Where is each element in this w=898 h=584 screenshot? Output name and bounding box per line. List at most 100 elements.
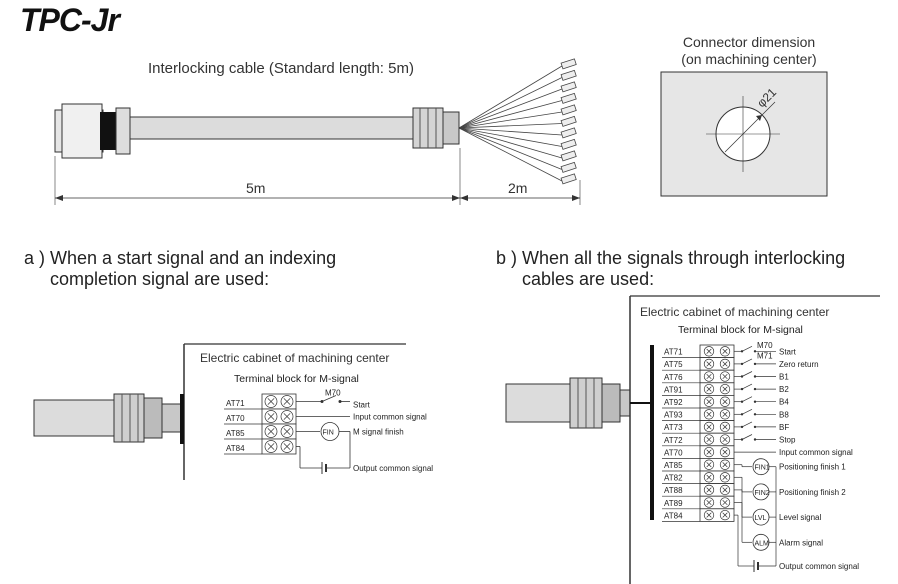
wire-terminal-lug	[560, 161, 577, 173]
signal-label: Output common signal	[779, 562, 859, 571]
screw-cross	[722, 411, 728, 417]
screw-cross	[706, 373, 712, 380]
screw-cross	[267, 413, 275, 420]
section-b-line2: cables are used:	[522, 269, 655, 289]
lamp-label: LVL	[755, 515, 767, 522]
screw-cross	[722, 386, 728, 392]
signal-label: Start	[353, 401, 371, 410]
signal-label: B1	[779, 373, 789, 382]
wire-terminal-lug	[560, 150, 577, 162]
screw-cross	[722, 462, 728, 468]
wire-terminal-lug	[560, 81, 577, 93]
section-a-block-title: Terminal block for M-signal	[234, 373, 359, 385]
fan-wire	[458, 127, 563, 159]
section-a-heading: a ) When a start signal and an indexing …	[24, 248, 336, 290]
signal-label: Output common signal	[353, 464, 433, 473]
wire-terminal-lug	[560, 58, 577, 70]
terminal-label: AT75	[664, 360, 683, 369]
fan-wire	[458, 100, 563, 129]
fan-wire	[458, 127, 563, 147]
screw-cross	[706, 449, 712, 455]
dsub-connector-body	[61, 103, 103, 159]
screw-cross	[283, 413, 291, 420]
lamp-label: FIN1	[755, 465, 770, 472]
screw-cross	[722, 361, 728, 367]
signal-label: BF	[779, 423, 789, 432]
screw-cross	[706, 361, 712, 367]
screw-cross	[283, 443, 291, 450]
connector-dimension-title: Connector dimension (on machining center…	[640, 34, 858, 68]
fan-wire	[458, 127, 563, 170]
switch-label: M71	[757, 352, 773, 361]
length-tail-label: 2m	[508, 180, 527, 196]
switch-blade	[741, 396, 753, 403]
screw-cross	[267, 428, 275, 435]
screw-cross	[722, 348, 728, 354]
section-a-line1: a ) When a start signal and an indexing	[24, 248, 337, 268]
screw-cross	[706, 512, 712, 518]
section-b-cable	[505, 383, 571, 423]
terminal-label: AT89	[664, 499, 683, 508]
wire-terminal-lug	[560, 115, 577, 127]
switch-label: M70	[757, 341, 773, 350]
terminal-label: AT73	[664, 423, 683, 432]
screw-cross	[722, 512, 728, 518]
signal-label: B8	[779, 410, 789, 419]
signal-label: Start	[779, 347, 797, 356]
section-b-heading: b ) When all the signals through interlo…	[496, 248, 845, 290]
brand-title: TPC-Jr	[20, 2, 120, 38]
fan-wire	[458, 77, 563, 129]
terminal-label: AT88	[664, 486, 683, 495]
terminal-label: AT76	[664, 373, 683, 382]
wire-terminal-lug	[560, 127, 577, 139]
terminal-label: AT92	[664, 398, 683, 407]
screw-cross	[706, 399, 712, 405]
screw-cross	[706, 436, 712, 443]
signal-label: Input common signal	[779, 448, 853, 457]
signal-label: Input common signal	[353, 413, 427, 422]
terminal-label: AT85	[226, 429, 245, 438]
signal-label: M signal finish	[353, 428, 404, 437]
screw-cross	[706, 462, 712, 468]
wire-terminal-lug	[560, 173, 577, 185]
terminal-label: AT91	[664, 385, 683, 394]
terminal-label: AT71	[664, 348, 683, 357]
connector-title-line2: (on machining center)	[681, 51, 817, 67]
terminal-label: AT70	[664, 448, 683, 457]
wire-terminal-lug	[560, 69, 577, 81]
screw-cross	[722, 436, 728, 443]
switch-blade	[741, 383, 753, 390]
fan-wire	[458, 127, 563, 136]
screw-cross	[706, 348, 712, 354]
switch-contact	[320, 400, 324, 403]
switch-blade	[741, 345, 753, 352]
lamp-label: FIN	[323, 430, 334, 437]
wire-terminal-lug	[560, 104, 577, 116]
screw-cross	[722, 449, 728, 455]
terminal-label: AT85	[664, 461, 683, 470]
terminal-label: AT70	[226, 414, 245, 423]
signal-label: Positioning finish 1	[779, 463, 846, 472]
fan-wire	[458, 88, 563, 129]
cable-caption: Interlocking cable (Standard length: 5m)	[148, 60, 414, 77]
screw-cross	[722, 399, 728, 405]
connector-dimension-box: φ21	[660, 71, 828, 197]
cable-gland-nut	[442, 111, 460, 145]
fanned-wires	[458, 58, 577, 185]
screw-cross	[722, 487, 728, 493]
terminal-label: AT93	[664, 411, 683, 420]
signal-label: B2	[779, 385, 789, 394]
section-a-line2: completion signal are used:	[50, 269, 270, 289]
switch-blade	[741, 358, 753, 365]
screw-cross	[722, 474, 728, 480]
connector-title-line1: Connector dimension	[682, 34, 816, 50]
signal-label: Positioning finish 2	[779, 488, 846, 497]
wire-terminal-lug	[560, 138, 577, 150]
screw-cross	[267, 398, 275, 405]
lamp-label: ALM	[755, 540, 770, 547]
section-b-line1: b ) When all the signals through interlo…	[496, 248, 846, 268]
wire-terminal-lug	[560, 92, 577, 104]
section-b-terminal-block: AT71AT75AT76AT91AT92AT93AT73AT72AT70AT85…	[662, 341, 859, 572]
signal-label: Zero return	[779, 360, 819, 369]
screw-cross	[722, 499, 728, 506]
